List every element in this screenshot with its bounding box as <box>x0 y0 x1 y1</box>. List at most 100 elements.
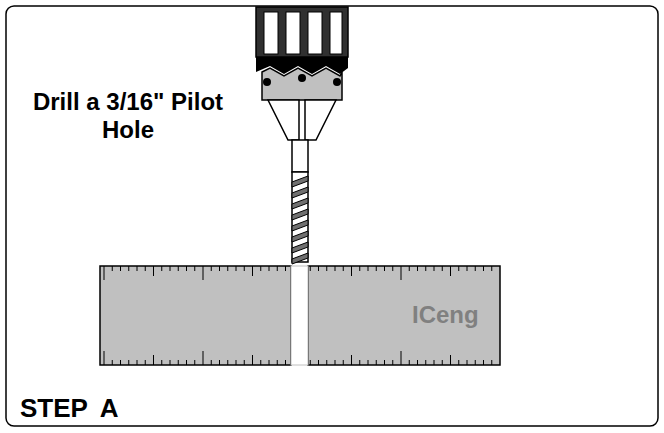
stroke <box>112 360 113 365</box>
stroke <box>269 266 270 271</box>
stroke <box>442 266 443 271</box>
stroke <box>368 266 369 271</box>
stroke <box>285 266 286 271</box>
stroke <box>458 360 459 365</box>
stroke <box>236 360 237 365</box>
stroke <box>186 360 187 365</box>
stroke <box>112 266 113 271</box>
stroke <box>467 360 468 365</box>
stroke <box>409 360 410 365</box>
stroke <box>277 360 278 365</box>
stroke <box>203 351 204 365</box>
bit-flute <box>292 253 308 264</box>
stroke <box>326 360 327 365</box>
stroke <box>376 266 377 271</box>
stroke <box>227 266 228 271</box>
stroke <box>417 266 418 271</box>
stroke <box>442 360 443 365</box>
bit-flute <box>292 220 308 231</box>
step-label: STEP A <box>20 393 220 423</box>
stroke <box>186 266 187 271</box>
stroke <box>384 266 385 271</box>
stroke <box>178 266 179 271</box>
stroke <box>335 266 336 271</box>
stroke <box>137 266 138 271</box>
stroke <box>343 266 344 271</box>
stroke <box>392 360 393 365</box>
stroke <box>326 266 327 271</box>
stroke <box>483 360 484 365</box>
stroke <box>351 355 352 365</box>
stroke <box>475 360 476 365</box>
stroke <box>120 360 121 365</box>
stroke <box>161 360 162 365</box>
stroke <box>384 360 385 365</box>
stroke <box>359 360 360 365</box>
stroke <box>153 266 154 276</box>
stroke <box>368 360 369 365</box>
stroke <box>277 266 278 271</box>
stroke <box>153 355 154 365</box>
stroke <box>318 360 319 365</box>
stroke <box>104 266 105 280</box>
stroke <box>458 266 459 271</box>
stroke <box>376 360 377 365</box>
stroke <box>178 360 179 365</box>
drill-chuck <box>256 7 348 140</box>
stroke <box>236 266 237 271</box>
workpiece-board <box>100 266 500 365</box>
stroke <box>194 360 195 365</box>
stroke <box>161 266 162 271</box>
stroke <box>483 266 484 271</box>
stroke <box>467 266 468 271</box>
bit-flute <box>292 176 308 187</box>
stroke <box>417 360 418 365</box>
stroke <box>194 266 195 271</box>
stroke <box>252 266 253 276</box>
stroke <box>104 351 105 365</box>
stroke <box>170 266 171 271</box>
stroke <box>425 360 426 365</box>
stroke <box>269 360 270 365</box>
stroke <box>260 266 261 271</box>
stroke <box>211 266 212 271</box>
stroke <box>170 360 171 365</box>
stroke <box>310 266 311 271</box>
stroke <box>211 360 212 365</box>
stroke <box>392 266 393 271</box>
instruction-note: Drill a 3/16" Pilot Hole <box>30 88 226 144</box>
stroke <box>359 266 360 271</box>
stroke <box>434 360 435 365</box>
bit-flute <box>292 187 308 198</box>
stroke <box>401 266 402 280</box>
stroke <box>475 266 476 271</box>
stroke <box>260 360 261 365</box>
stroke <box>145 266 146 271</box>
bit-flute <box>292 231 308 242</box>
stroke <box>310 360 311 365</box>
stroke <box>343 360 344 365</box>
drill-bit <box>292 140 308 264</box>
stroke <box>137 360 138 365</box>
stroke <box>335 360 336 365</box>
stroke <box>401 351 402 365</box>
stroke <box>128 266 129 271</box>
stroke <box>491 266 492 271</box>
stroke <box>203 266 204 280</box>
stroke <box>120 266 121 271</box>
stroke <box>145 360 146 365</box>
bit-flute <box>292 198 308 209</box>
stroke <box>244 360 245 365</box>
stroke <box>491 360 492 365</box>
stroke <box>409 266 410 271</box>
stroke <box>434 266 435 271</box>
stroke <box>351 266 352 276</box>
stroke <box>450 266 451 276</box>
stroke <box>425 266 426 271</box>
bit-flute <box>292 209 308 220</box>
stroke <box>450 355 451 365</box>
stroke <box>252 355 253 365</box>
stroke <box>244 266 245 271</box>
stroke <box>128 360 129 365</box>
